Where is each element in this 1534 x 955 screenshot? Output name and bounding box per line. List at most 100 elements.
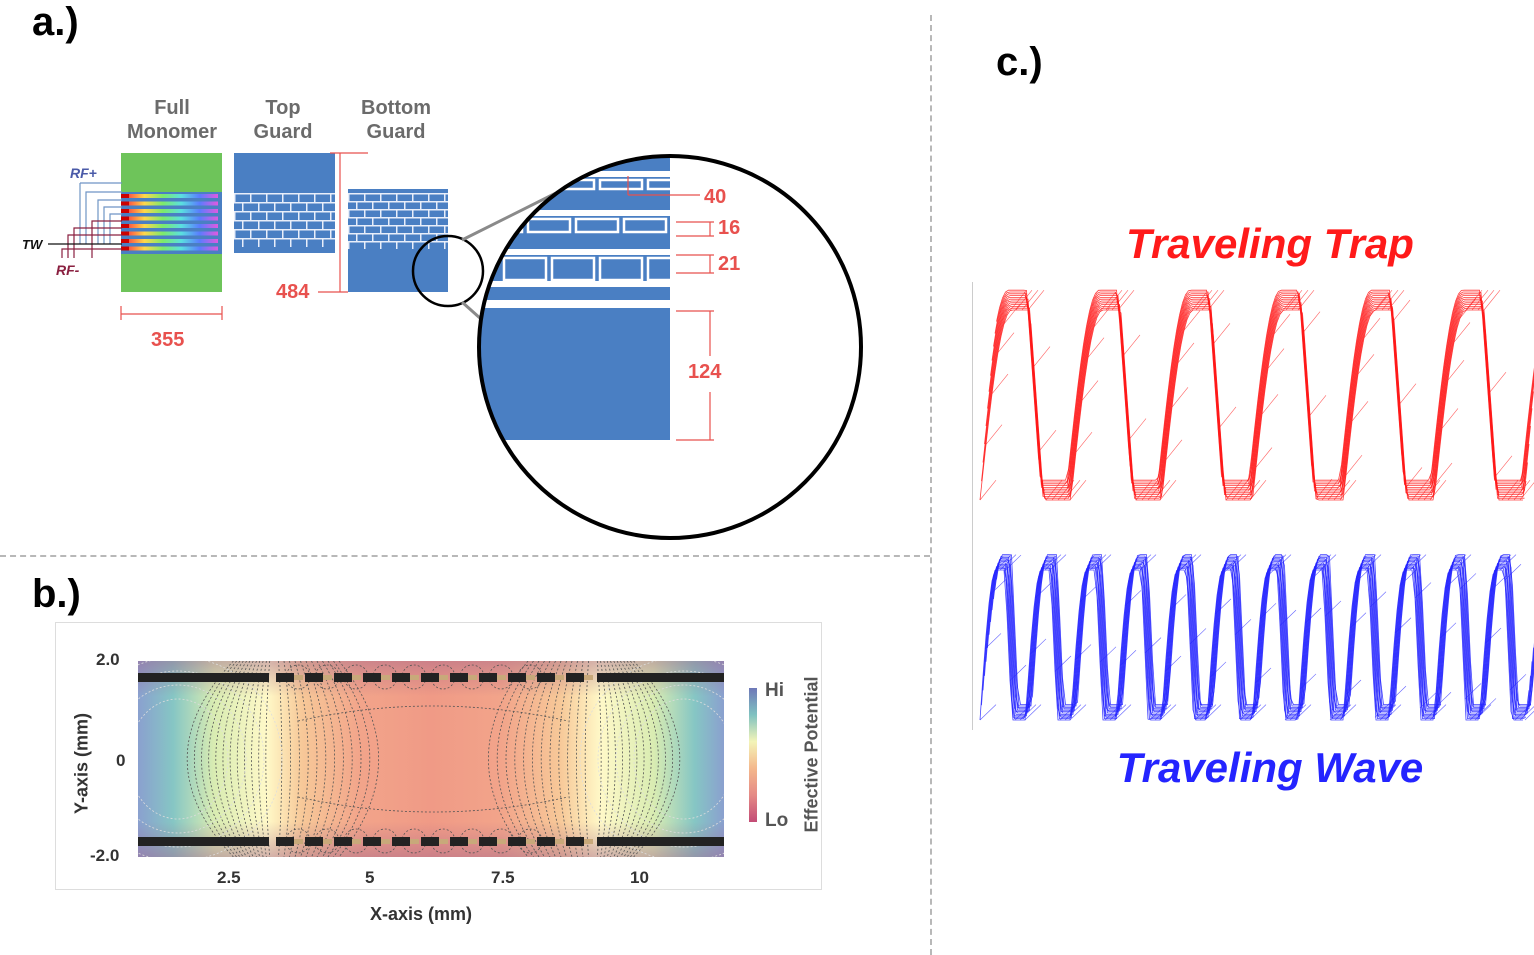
brick-gap-col [412, 209, 414, 217]
contour-ellipse [633, 698, 724, 820]
mesh-line [1289, 704, 1307, 721]
mesh-line [1454, 554, 1472, 571]
brick-gap-col [404, 233, 406, 241]
mesh-line [988, 298, 1533, 490]
mesh-line [1381, 290, 1399, 311]
mesh-line [1114, 704, 1132, 721]
bottom-guard-board [348, 189, 448, 292]
mesh-line [987, 300, 1531, 492]
brick-gap-col [436, 217, 438, 225]
mesh-line [1209, 661, 1227, 678]
segment-electrode [479, 673, 497, 682]
mesh-line [993, 293, 1534, 485]
brick-gap-col [314, 211, 316, 220]
mesh-line [1285, 290, 1303, 311]
electrode-gap [352, 675, 361, 680]
contour-line [505, 661, 540, 857]
electrode-stripe [126, 231, 218, 236]
xtick-3: 7.5 [491, 868, 515, 887]
mesh-line [1104, 704, 1122, 721]
brick-gap-col [444, 225, 446, 233]
xtick-2: 5 [365, 868, 375, 887]
mesh-line [1471, 290, 1489, 311]
dimension-16: 16 [718, 217, 741, 239]
contour-line [251, 661, 264, 857]
mesh-line [1349, 612, 1367, 629]
brick-gap-col [322, 202, 324, 211]
mesh-line [1135, 480, 1153, 501]
contour-line [620, 661, 652, 857]
brick-gap-col [266, 193, 268, 202]
brick-gap-col [290, 202, 292, 211]
contour-line [629, 661, 674, 857]
contour-line [610, 661, 631, 857]
brick-gap-col [428, 193, 430, 201]
mesh-line [1429, 704, 1447, 721]
mesh-line [1344, 679, 1362, 696]
mesh-line [1254, 667, 1272, 684]
brick-gap-col [234, 211, 236, 220]
mesh-line [1074, 644, 1092, 661]
mesh-line [1237, 480, 1255, 501]
mesh-line [1264, 562, 1282, 579]
mesh-line [1274, 554, 1292, 571]
segment-electrode [508, 673, 526, 682]
brick-gap-col [380, 241, 382, 249]
mesh-line [1339, 704, 1357, 721]
electrode-pad [121, 216, 129, 221]
tw-label: TW [22, 237, 43, 252]
lens-brick [598, 178, 644, 191]
contour-line [193, 661, 238, 857]
brick-gap-col [428, 241, 430, 249]
mesh-line [1394, 617, 1412, 634]
mesh-line [990, 297, 1534, 488]
electrode-gap [323, 839, 332, 844]
electrode-gap [497, 675, 506, 680]
electrode-gap [584, 675, 593, 680]
electrode-stripe [126, 194, 218, 198]
mesh-line [1199, 704, 1217, 721]
mesh-line [1009, 290, 1027, 311]
electrode-gap [323, 675, 332, 680]
mesh-line [1225, 480, 1243, 501]
brick-gap-row [348, 241, 448, 243]
contour-line [584, 661, 589, 857]
brick-gap-col [282, 229, 284, 238]
contour-line [294, 661, 309, 857]
lens-brick [646, 178, 692, 191]
mesh-line [1369, 591, 1387, 608]
brick-gap-col [412, 193, 414, 201]
segment-electrode [508, 837, 526, 846]
brick-gap-col [258, 238, 260, 247]
mesh-line [1329, 704, 1347, 721]
mesh-line [1234, 619, 1252, 635]
brick-gap-col [322, 220, 324, 229]
mesh-line [999, 554, 1017, 571]
brick-gap-col [322, 238, 324, 247]
mesh-line [1049, 554, 1067, 571]
electrode-wires [48, 182, 122, 258]
mesh-line [1509, 674, 1527, 690]
waveform-surfaces [979, 289, 1534, 721]
brick-gap-col [306, 202, 308, 211]
brick-gap-col [290, 220, 292, 229]
mesh-line [1154, 704, 1172, 721]
brick-gap-col [404, 217, 406, 225]
segment-electrode [276, 673, 294, 682]
mesh-line [1194, 704, 1212, 721]
mesh-line [1117, 290, 1135, 311]
segment-electrode [566, 673, 584, 682]
mesh-line [1359, 554, 1377, 571]
y-axis-label: Y-axis (mm) [71, 712, 92, 815]
contour-line [333, 661, 371, 857]
electrode-pad [121, 209, 129, 213]
brick-gap-row [348, 209, 448, 211]
mesh-line [1195, 290, 1213, 311]
brick-gap-col [266, 211, 268, 220]
mesh-line [1424, 704, 1442, 721]
electrode-pad [121, 246, 129, 251]
brick-gap-col [412, 225, 414, 233]
brick-gap-col [306, 220, 308, 229]
mesh-line [1441, 408, 1459, 429]
mesh-line [1524, 710, 1534, 721]
